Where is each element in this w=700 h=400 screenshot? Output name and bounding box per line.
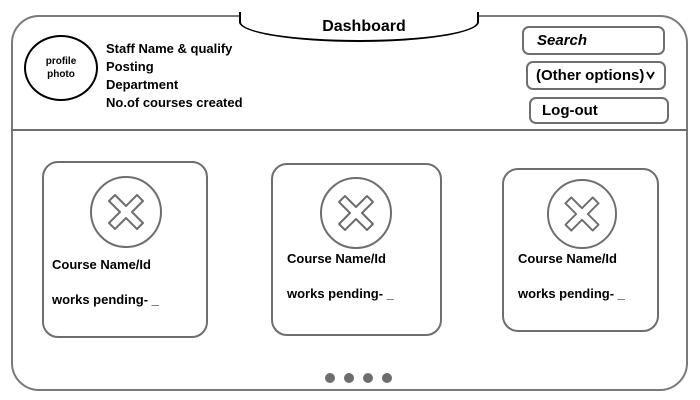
courses-created-count: No.of courses created [106, 95, 243, 110]
staff-department: Department [106, 77, 179, 92]
other-options-label: (Other options) [536, 67, 645, 84]
works-pending: works pending- _ [287, 286, 394, 301]
staff-posting: Posting [106, 59, 154, 74]
course-name: Course Name/Id [287, 251, 386, 266]
page-title: Dashboard [322, 18, 406, 35]
staff-info: Staff Name & qualify Posting Department … [106, 40, 243, 112]
works-pending: works pending- _ [52, 292, 159, 307]
pagination-dot[interactable] [382, 373, 392, 383]
course-card[interactable]: Course Name/Id works pending- _ [42, 161, 208, 338]
course-card[interactable]: Course Name/Id works pending- _ [502, 168, 659, 332]
logout-button[interactable]: Log-out [529, 97, 669, 124]
close-icon[interactable] [90, 176, 162, 248]
header-divider [11, 129, 688, 131]
course-card[interactable]: Course Name/Id works pending- _ [271, 163, 442, 336]
search-button[interactable]: Search [522, 26, 665, 55]
profile-photo[interactable]: profile photo [24, 35, 98, 101]
logout-label: Log-out [542, 102, 598, 119]
pagination-dots [325, 373, 392, 383]
search-label: Search [537, 32, 588, 49]
course-name: Course Name/Id [52, 257, 151, 272]
pagination-dot[interactable] [325, 373, 335, 383]
pagination-dot[interactable] [344, 373, 354, 383]
chevron-down-icon [646, 68, 656, 83]
close-icon[interactable] [547, 179, 617, 249]
close-icon[interactable] [320, 177, 392, 249]
profile-photo-label: profile photo [45, 56, 77, 80]
works-pending: works pending- _ [518, 286, 625, 301]
staff-name-qualify: Staff Name & qualify [106, 41, 233, 56]
other-options-dropdown[interactable]: (Other options) [526, 61, 666, 90]
pagination-dot[interactable] [363, 373, 373, 383]
course-name: Course Name/Id [518, 251, 617, 266]
